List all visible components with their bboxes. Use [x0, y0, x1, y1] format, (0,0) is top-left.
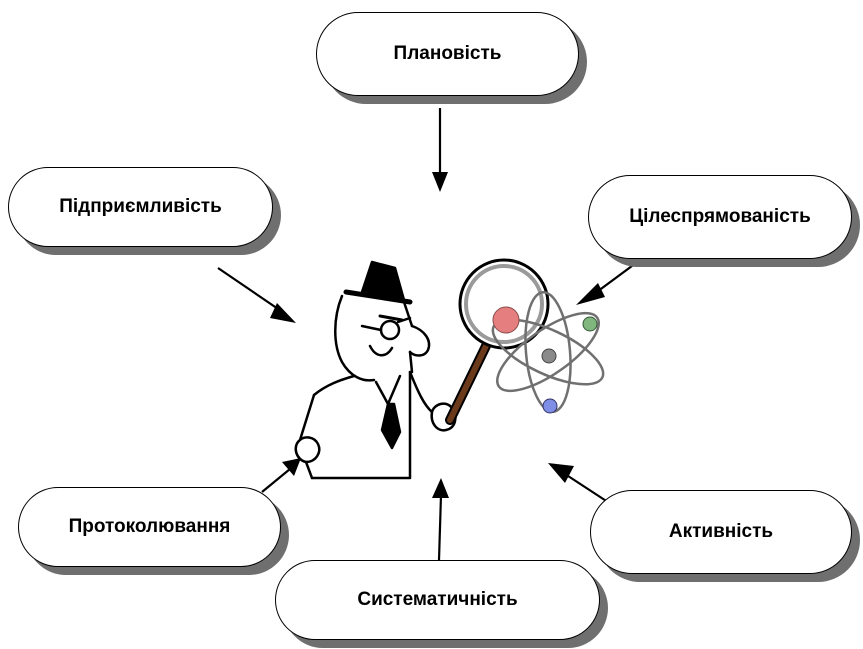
arrow-bottom [432, 478, 449, 561]
node-tsilespriamovanist: Цілеспрямованість [588, 175, 852, 259]
node-label: Протоколювання [68, 516, 231, 537]
node-label: Цілеспрямованість [629, 206, 811, 227]
node-planovist: Плановість [316, 12, 579, 96]
node-systematychnist: Систематичність [275, 560, 600, 640]
arrow-top [432, 108, 448, 192]
atom-icon [491, 290, 605, 414]
node-protokoliuvannia: Протоколювання [18, 487, 281, 567]
arrow-right [576, 259, 641, 305]
node-label: Підприємливість [59, 196, 222, 217]
node-pidpryiemlyvist: Підприємливість [8, 167, 273, 247]
arrow-bottom-left [261, 458, 301, 493]
node-label: Плановість [393, 43, 502, 64]
node-label: Систематичність [357, 589, 518, 610]
detective-icon [294, 260, 457, 480]
node-aktyvnist: Активність [590, 490, 852, 574]
node-label: Активність [668, 521, 774, 542]
magnifying-glass-icon [445, 258, 550, 425]
arrow-left [217, 267, 296, 323]
